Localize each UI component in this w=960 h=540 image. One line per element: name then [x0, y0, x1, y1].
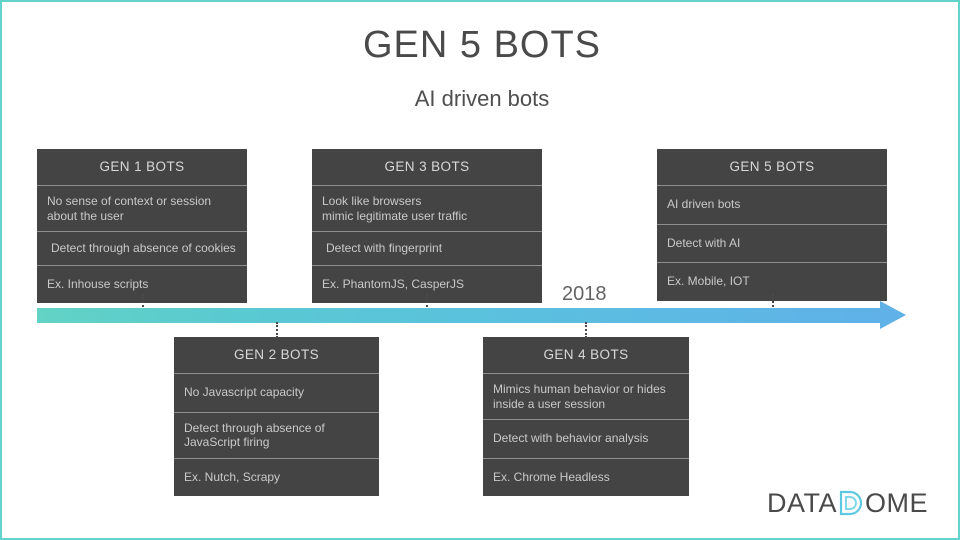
datadome-logo: DATA OME [767, 488, 928, 518]
card-gen4-row-example: Ex. Chrome Headless [493, 469, 610, 484]
card-gen2-row-example: Ex. Nutch, Scrapy [184, 469, 281, 484]
card-gen4-row-description-line2: inside a user session [493, 396, 606, 411]
card-gen2-row-detection-line1: Detect through absence of [184, 420, 325, 435]
card-gen4-header: GEN 4 BOTS [483, 337, 689, 374]
page-title: GEN 5 BOTS [362, 24, 602, 66]
card-gen3-row-description: Look like browsers mimic legitimate user… [312, 186, 542, 232]
card-gen1-row-detection: Detect through absence of cookies [37, 232, 247, 266]
card-gen2-header: GEN 2 BOTS [174, 337, 379, 374]
card-gen5-row-detection: Detect with AI [657, 225, 887, 263]
card-gen2-row-detection-line2: JavaScript firing [184, 435, 270, 449]
card-gen1-header: GEN 1 BOTS [37, 149, 247, 186]
card-gen4-row-detection: Detect with behavior analysis [483, 420, 689, 459]
card-gen5-row-description: AI driven bots [657, 186, 887, 225]
card-gen2-row-detection: Detect through absence of JavaScript fir… [174, 413, 379, 459]
page-subtitle: AI driven bots [414, 86, 550, 111]
logo-d-icon [838, 489, 864, 517]
card-gen1-row-example: Ex. Inhouse scripts [47, 276, 149, 291]
card-gen2[interactable]: GEN 2 BOTS No Javascript capacity Detect… [174, 337, 379, 496]
connector-gen4 [585, 322, 589, 338]
card-gen1-row-description: No sense of context or session about the… [37, 186, 247, 232]
card-gen4-row-description: Mimics human behavior or hides inside a … [483, 374, 689, 420]
card-gen1-row-description-line2: about the user [47, 208, 124, 223]
card-gen3[interactable]: GEN 3 BOTS Look like browsers mimic legi… [312, 149, 542, 303]
connector-gen1 [142, 294, 146, 310]
card-gen3-row-description-line2: mimic legitimate user traffic [322, 208, 468, 223]
card-gen3-row-example: Ex. PhantomJS, CasperJS [322, 276, 465, 291]
logo-text-data: DATA [767, 487, 838, 518]
card-gen4[interactable]: GEN 4 BOTS Mimics human behavior or hide… [483, 337, 689, 496]
card-gen5[interactable]: GEN 5 BOTS AI driven bots Detect with AI… [657, 149, 887, 301]
card-gen2-row-description: No Javascript capacity [174, 374, 379, 413]
timeline-year-label: 2018 [562, 283, 607, 305]
logo-text-ome: OME [865, 487, 929, 518]
timeline-bar [37, 308, 882, 323]
connector-gen3 [426, 294, 430, 310]
card-gen1[interactable]: GEN 1 BOTS No sense of context or sessio… [37, 149, 247, 303]
card-gen3-row-description-line1: Look like browsers [322, 194, 422, 208]
card-gen5-row-example: Ex. Mobile, IOT [667, 274, 750, 288]
connector-gen5 [772, 294, 776, 310]
card-gen5-header: GEN 5 BOTS [657, 149, 887, 186]
card-gen3-header: GEN 3 BOTS [312, 149, 542, 186]
card-gen4-row-description-line1: Mimics human behavior or hides [493, 382, 666, 396]
card-gen3-row-detection: Detect with fingerprint [312, 232, 542, 266]
connector-gen2 [276, 322, 280, 338]
timeline-arrowhead-icon [880, 301, 906, 329]
timeline-arrow [37, 301, 922, 329]
card-gen1-row-description-line1: No sense of context or session [47, 194, 212, 208]
